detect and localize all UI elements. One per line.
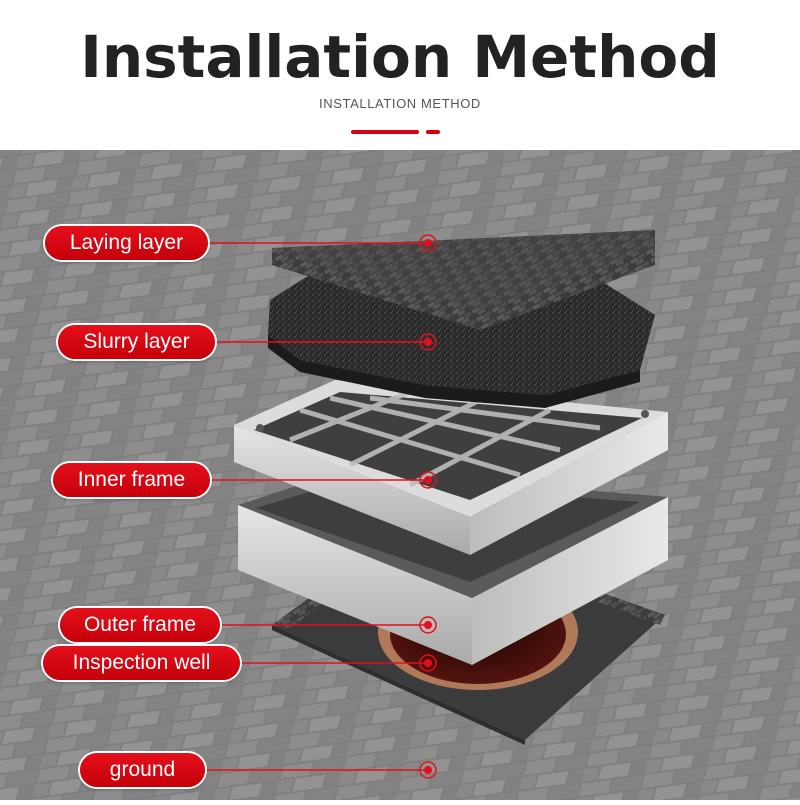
marker-slurry-layer [419, 333, 437, 351]
page-subtitle: INSTALLATION METHOD [319, 96, 481, 111]
laying-layer-part [272, 230, 655, 330]
label-ground: ground [80, 753, 205, 787]
marker-laying-layer [419, 234, 437, 252]
label-laying-layer: Laying layer [45, 226, 208, 260]
label-inner-frame: Inner frame [53, 463, 210, 497]
marker-dots [419, 234, 437, 779]
marker-inspection-well [419, 654, 437, 672]
label-slurry-layer: Slurry layer [58, 325, 215, 359]
exploded-view-illustration [0, 150, 800, 800]
marker-inner-frame [419, 471, 437, 489]
installation-diagram: Laying layer Slurry layer Inner frame Ou… [0, 150, 800, 800]
marker-ground [419, 761, 437, 779]
label-inspection-well: Inspection well [43, 646, 240, 680]
label-outer-frame: Outer frame [60, 608, 220, 642]
accent-bar-short [426, 130, 440, 134]
inner-frame-part [234, 380, 668, 555]
header: Installation Method INSTALLATION METHOD [0, 0, 800, 150]
leader-lines [205, 242, 428, 771]
marker-outer-frame [419, 616, 437, 634]
accent-bar-long [351, 130, 419, 134]
page-title: Installation Method [80, 23, 720, 91]
